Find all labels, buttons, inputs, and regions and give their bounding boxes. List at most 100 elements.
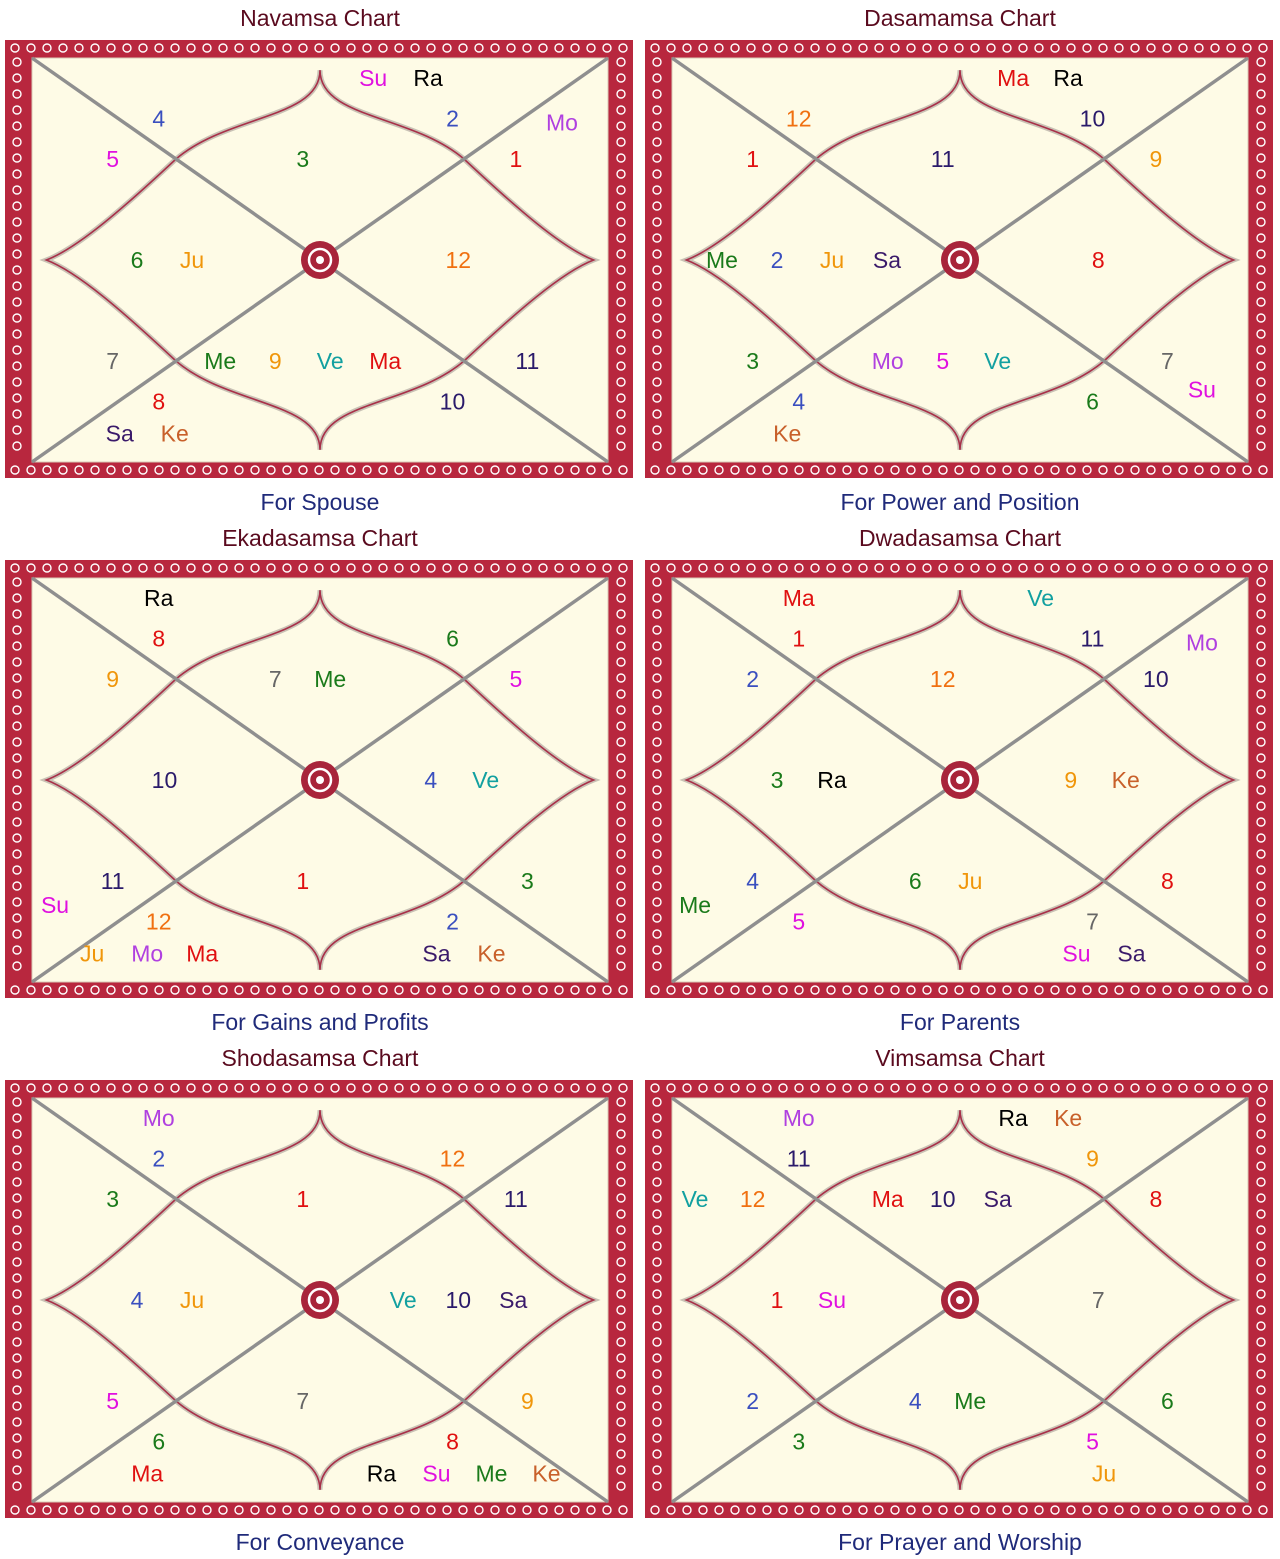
planet-label: Me — [204, 348, 236, 374]
house-sign-number: 11 — [787, 1146, 811, 1172]
planet-label: Ra — [1053, 65, 1083, 91]
house-sign-number: 5 — [792, 908, 805, 934]
planet-label: Ke — [1112, 767, 1140, 793]
house-sign-number: 11 — [504, 1186, 528, 1212]
house-sign-number: 7 — [1161, 348, 1174, 374]
planet-label: Me — [314, 666, 346, 692]
house-sign-number: 12 — [440, 1146, 466, 1172]
planet-label: Ke — [773, 421, 801, 447]
planet-label: Ma — [997, 65, 1029, 91]
center-knot-icon — [301, 761, 339, 799]
house-sign-number: 4 — [909, 1388, 922, 1414]
house-sign-number: 5 — [106, 146, 119, 172]
planet-label: Ra — [144, 585, 174, 611]
center-knot-icon — [301, 241, 339, 279]
house-sign-number: 10 — [440, 388, 466, 414]
house-sign-number: 8 — [1161, 868, 1174, 894]
planet-label: Me — [954, 1388, 986, 1414]
planet-label: Ju — [180, 1287, 204, 1313]
house-sign-number: 12 — [930, 666, 956, 692]
planet-label: Mo — [783, 1105, 815, 1131]
planet-label: Ju — [958, 868, 982, 894]
house-sign-number: 5 — [936, 348, 949, 374]
planet-label: Sa — [422, 941, 450, 967]
planet-label: Ju — [820, 247, 844, 273]
house-sign-number: 6 — [152, 1428, 165, 1454]
house-sign-number: 12 — [445, 247, 471, 273]
chart-title: Dasamamsa Chart — [864, 5, 1056, 31]
house-sign-number: 1 — [746, 146, 759, 172]
planet-label: Me — [679, 892, 711, 918]
house-sign-number: 5 — [509, 666, 522, 692]
house-sign-number: 12 — [146, 908, 172, 934]
house-sign-number: 11 — [1081, 626, 1105, 652]
chart-caption: For Power and Position — [840, 489, 1079, 515]
planet-label: Ke — [532, 1461, 560, 1487]
house-sign-number: 1 — [509, 146, 522, 172]
planet-label: Ma — [872, 1186, 904, 1212]
planet-label: Mo — [131, 941, 163, 967]
planet-label: Ke — [161, 421, 189, 447]
house-sign-number: 11 — [101, 868, 125, 894]
planet-label: Ke — [1054, 1105, 1082, 1131]
planet-label: Ra — [817, 767, 847, 793]
planet-label: Ma — [369, 348, 401, 374]
house-sign-number: 10 — [152, 767, 178, 793]
planet-label: Me — [706, 247, 738, 273]
house-sign-number: 4 — [131, 1287, 144, 1313]
house-sign-number: 4 — [152, 106, 165, 132]
house-sign-number: 2 — [771, 247, 784, 273]
planet-label: Ve — [1027, 585, 1054, 611]
center-knot-icon — [941, 761, 979, 799]
house-sign-number: 5 — [1086, 1428, 1099, 1454]
planet-label: Mo — [143, 1105, 175, 1131]
chart-caption: For Prayer and Worship — [838, 1529, 1082, 1555]
house-sign-number: 1 — [296, 1186, 309, 1212]
house-sign-number: 3 — [746, 348, 759, 374]
chart-title: Shodasamsa Chart — [222, 1045, 419, 1071]
house-sign-number: 10 — [930, 1186, 956, 1212]
house-sign-number: 1 — [771, 1287, 784, 1313]
house-sign-number: 7 — [1092, 1287, 1105, 1313]
house-sign-number: 6 — [446, 626, 459, 652]
chart-caption: For Conveyance — [236, 1529, 405, 1555]
planet-label: Su — [359, 65, 387, 91]
planet-label: Su — [41, 892, 69, 918]
house-sign-number: 2 — [152, 1146, 165, 1172]
planet-label: Ju — [1092, 1461, 1116, 1487]
house-sign-number: 6 — [1086, 388, 1099, 414]
chart-title: Dwadasamsa Chart — [859, 525, 1062, 551]
planet-label: Sa — [106, 421, 134, 447]
house-sign-number: 10 — [1080, 106, 1106, 132]
chart-panel: Dwadasamsa Chart1211Ve10Mo9Ke87SuSa6Ju54… — [645, 525, 1273, 1035]
house-sign-number: 2 — [446, 106, 459, 132]
chart-caption: For Parents — [900, 1009, 1020, 1035]
house-sign-number: 2 — [446, 908, 459, 934]
house-sign-number: 2 — [746, 666, 759, 692]
planet-label: Ra — [413, 65, 443, 91]
house-sign-number: 7 — [269, 666, 282, 692]
chart-title: Vimsamsa Chart — [875, 1045, 1045, 1071]
house-sign-number: 8 — [446, 1428, 459, 1454]
house-sign-number: 7 — [296, 1388, 309, 1414]
planet-label: Ra — [998, 1105, 1028, 1131]
planet-label: Ma — [186, 941, 218, 967]
house-sign-number: 3 — [296, 146, 309, 172]
house-sign-number: 9 — [1086, 1146, 1099, 1172]
house-sign-number: 10 — [1143, 666, 1169, 692]
planet-label: Ve — [317, 348, 344, 374]
planet-label: Su — [1188, 376, 1216, 402]
planet-label: Ke — [477, 941, 505, 967]
planet-label: Ju — [80, 941, 104, 967]
house-sign-number: 3 — [771, 767, 784, 793]
chart-caption: For Spouse — [261, 489, 380, 515]
planet-label: Ma — [131, 1461, 163, 1487]
house-sign-number: 4 — [424, 767, 437, 793]
house-sign-number: 9 — [269, 348, 282, 374]
planet-label: Su — [1062, 941, 1090, 967]
planet-label: Sa — [873, 247, 901, 273]
